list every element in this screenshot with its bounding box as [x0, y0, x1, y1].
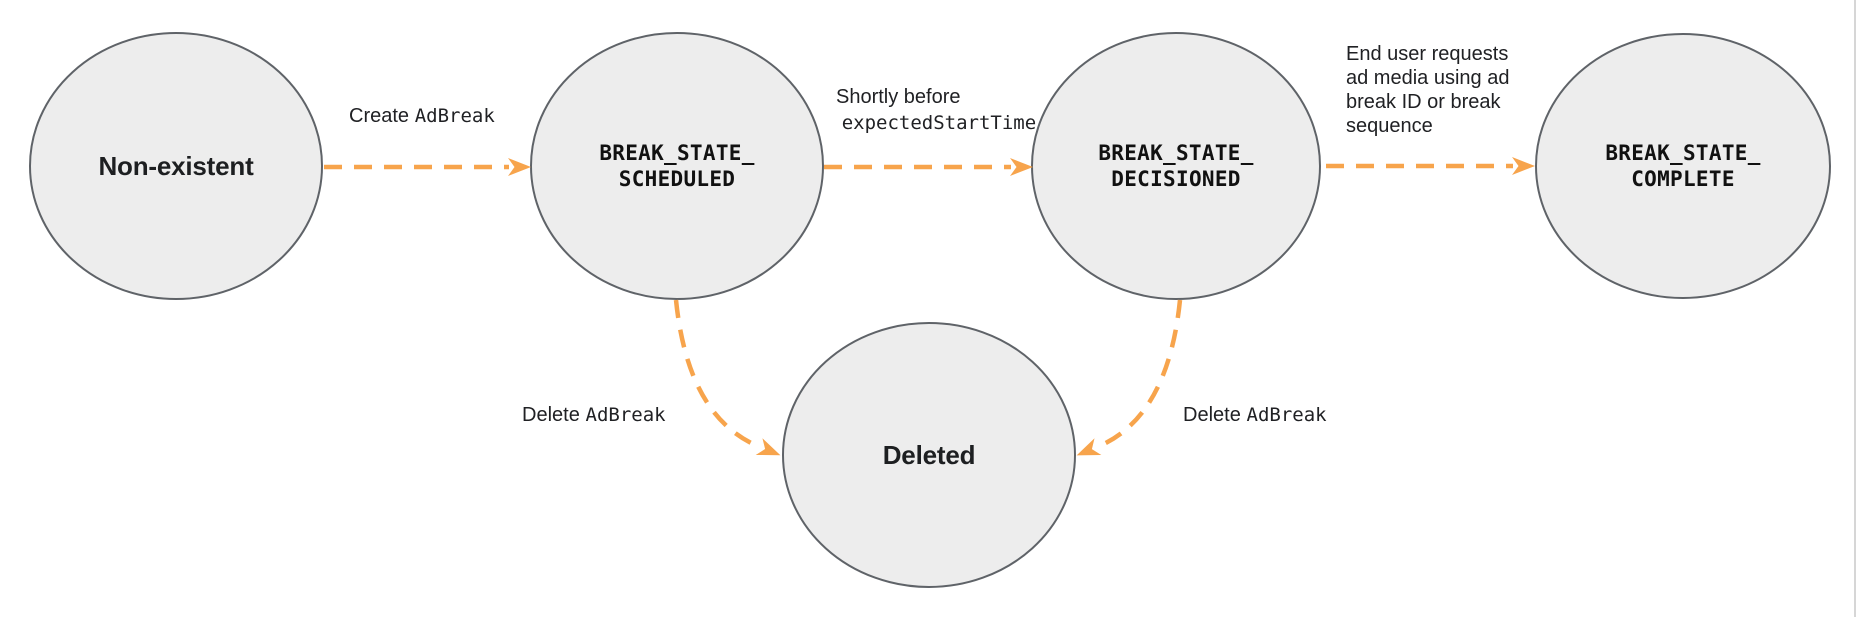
state-ellipse-non-existent	[29, 32, 323, 300]
transition-arrow-delete-from-decisioned	[1076, 299, 1183, 456]
state-ellipse-complete	[1535, 33, 1831, 299]
state-ellipse-scheduled	[530, 32, 824, 300]
edge-label-end-user-request: End user requests ad media using ad brea…	[1346, 43, 1510, 137]
state-ellipse-decisioned	[1031, 32, 1321, 300]
state-ellipse-deleted	[782, 322, 1076, 588]
transition-arrow-delete-from-scheduled	[673, 299, 781, 456]
page-border-line	[1854, 0, 1856, 617]
edge-label-shortly-before: Shortly before expectedStartTime	[836, 86, 1037, 134]
